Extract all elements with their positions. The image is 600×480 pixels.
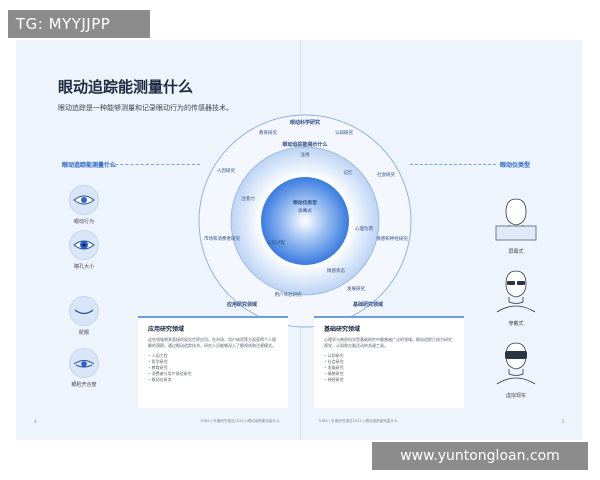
page-subtitle: 眼动追踪是一种能够测量和记录眼动行为的传感器技术。 <box>58 104 233 112</box>
right-item-wearable: 穿戴式 <box>488 268 544 327</box>
list-item: 认知研究 <box>324 353 454 359</box>
page-title: 眼动追踪能测量什么 <box>58 78 194 96</box>
footer-section: 眼动追踪能测量什么 <box>365 419 398 423</box>
outer-item: 教育研究 <box>259 129 277 136</box>
left-item-label: 眼动行为 <box>73 219 94 225</box>
outer-item: 人因研究 <box>217 167 235 174</box>
applied-research-box: 应用研究领域 这些领域将其直接的现实世界应用。在市场、用户体验等方面获得个人理解… <box>138 316 288 408</box>
right-footer: TOBII | 年度研究报告2024 | 眼动追踪能测量什么 <box>318 419 398 423</box>
eyelid-icon <box>69 348 99 378</box>
core-subheading: 屏幕式 <box>298 207 312 214</box>
core-circle <box>261 177 349 265</box>
left-footer: TOBII | 年度研究报告2024 | 眼动追踪能测量什么 <box>200 419 280 423</box>
list-item: 社会研究 <box>324 359 454 365</box>
left-item-eye-movement: 眼动行为 <box>62 185 106 225</box>
left-item-blink: 眨眼 <box>62 296 106 336</box>
left-item-pupil: 瞳孔大小 <box>62 230 106 270</box>
list-item: 神经研究 <box>324 377 454 383</box>
glasses-head-icon <box>496 270 536 313</box>
list-item: 情感研究 <box>324 371 454 377</box>
outer-item: 情感和神经研究 <box>376 235 408 242</box>
right-panel-heading: 眼动仪类型 <box>500 162 531 169</box>
middle-item: 情感状态 <box>327 267 345 274</box>
outer-item: 认知研究 <box>335 129 353 136</box>
list-item: 发展研究 <box>324 365 454 371</box>
outer-item: 市场和消费者研究 <box>204 235 240 242</box>
core-heading: 眼动仪类型 <box>293 199 317 206</box>
applied-box-title: 应用研究领域 <box>148 326 185 333</box>
basic-box-title: 基础研究领域 <box>324 326 361 333</box>
basic-box-list: 认知研究 社会研究 发展研究 情感研究 神经研究 <box>324 353 454 383</box>
left-panel-heading: 眼动追踪能测量什么 <box>62 162 117 169</box>
left-page-number: 4 <box>34 419 37 424</box>
outer-item: 用户体验研究 <box>275 291 302 298</box>
list-item: 教育研究 <box>148 365 278 371</box>
vr-head-icon <box>496 342 536 385</box>
right-item-vr: 虚拟现实 <box>488 340 544 399</box>
basic-box-body: 心理学与神经科学是基础研究中最普遍广泛的领域。眼动追踪已成为研究视觉、认知和大脑… <box>324 337 452 348</box>
middle-item: 记忆 <box>344 169 353 176</box>
middle-heading: 眼动追踪能揭示什么 <box>282 141 327 148</box>
footer-report: 年度研究报告2024 <box>331 419 362 423</box>
middle-item: 注意力 <box>241 195 255 202</box>
list-item: 消费者与用户体验研究 <box>148 371 278 377</box>
left-item-label: 眼睑开合度 <box>71 382 97 388</box>
left-item-label: 眨眼 <box>78 330 89 336</box>
watermark-url: www.yuntongloan.com <box>372 442 588 470</box>
list-item: 人因工程 <box>148 353 278 359</box>
footer-report: 年度研究报告2024 <box>213 419 244 423</box>
right-connector-line <box>410 164 496 165</box>
outer-item: 社会研究 <box>377 171 395 178</box>
eye-closed-icon <box>69 296 99 326</box>
footer-brand: TOBII <box>200 419 210 423</box>
middle-item: 心理负荷 <box>355 225 373 232</box>
right-page-number: 5 <box>562 419 565 424</box>
applied-box-list: 人因工程 医学研究 教育研究 消费者与用户体验研究 眼动仪研发 <box>148 353 278 383</box>
footer-brand: TOBII <box>318 419 328 423</box>
outer-heading-applied: 应用研究领域 <box>227 301 257 308</box>
outer-item: 发展研究 <box>347 285 365 292</box>
list-item: 医学研究 <box>148 359 278 365</box>
screen-head-icon <box>495 198 537 241</box>
eye-open-icon <box>69 185 99 215</box>
basic-research-box: 基础研究领域 心理学与神经科学是基础研究中最普遍广泛的领域。眼动追踪已成为研究视… <box>314 316 464 408</box>
eye-tracking-ring-diagram: 眼动仪类型 屏幕式 眼动追踪能揭示什么 注视 记忆 心理负荷 认知过程 注意力 … <box>198 114 412 328</box>
right-item-label: 屏幕式 <box>508 249 524 255</box>
left-item-eyelid: 眼睑开合度 <box>62 348 106 388</box>
middle-item: 注视 <box>301 151 310 158</box>
pupil-icon <box>69 230 99 260</box>
right-item-screen: 屏幕式 <box>488 196 544 255</box>
outer-heading-top: 眼动科学研究 <box>290 119 320 126</box>
list-item: 眼动仪研发 <box>148 377 278 383</box>
left-item-label: 瞳孔大小 <box>73 264 94 270</box>
right-item-label: 虚拟现实 <box>505 393 526 399</box>
middle-item: 认知过程 <box>267 239 285 246</box>
left-connector-line <box>110 164 200 165</box>
applied-box-body: 这些领域将其直接的现实世界应用。在市场、用户体验等方面获得个人理解的洞察。通过眼… <box>148 337 276 348</box>
watermark-tag: TG: MYYJJPP <box>8 10 150 38</box>
footer-section: 眼动追踪能测量什么 <box>247 419 280 423</box>
right-item-label: 穿戴式 <box>508 321 524 327</box>
outer-heading-basic: 基础研究领域 <box>352 301 383 308</box>
